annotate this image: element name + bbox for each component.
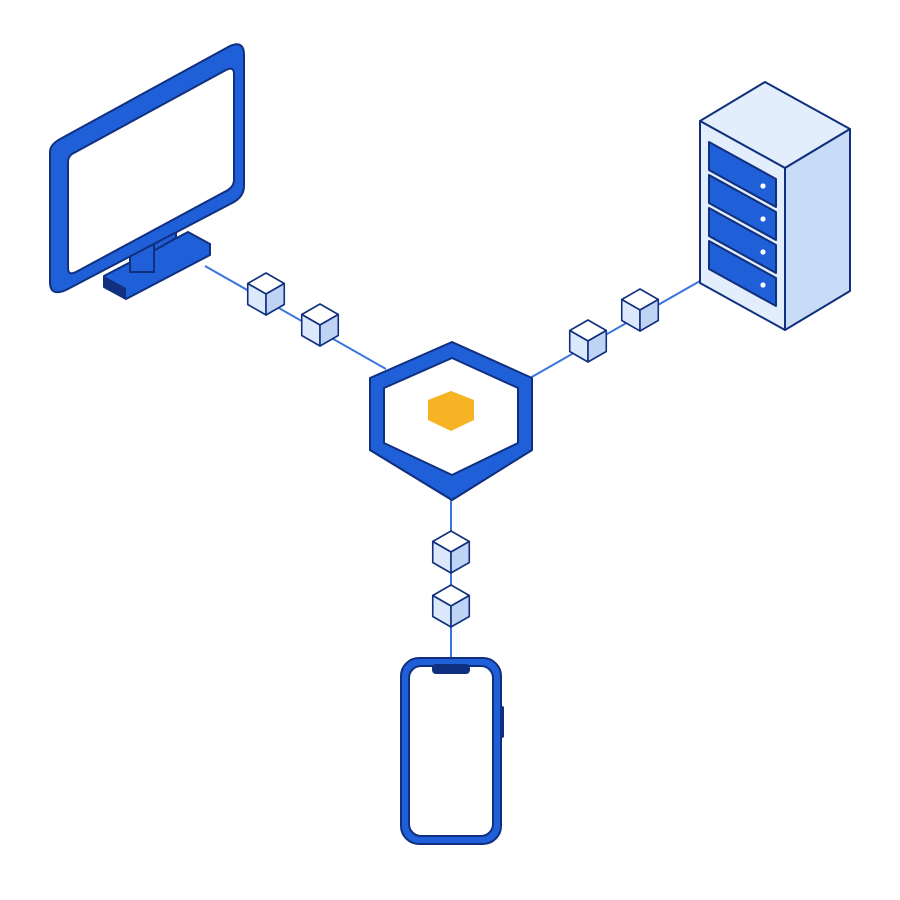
hub-core [428, 391, 474, 431]
smartphone-icon [400, 657, 504, 845]
server-led-icon [760, 183, 766, 189]
phone-screen [408, 665, 494, 837]
data-packet-cube-icon [246, 272, 286, 316]
phone-notch [432, 664, 470, 674]
server-drive-bay [708, 141, 777, 208]
data-packet-cube-icon [431, 584, 471, 628]
data-packet-cube-icon [568, 319, 608, 363]
connection-line-monitor-hub [204, 265, 387, 370]
desktop-monitor-icon [49, 43, 245, 300]
data-packet-cube-icon [620, 288, 660, 332]
server-side [784, 128, 851, 331]
server-drive-bay [708, 240, 777, 307]
connection-line-server-hub [529, 280, 701, 379]
data-packet-cube-icon [431, 530, 471, 574]
server-led-icon [760, 282, 766, 288]
data-packets [246, 272, 660, 628]
server-drive-bay [708, 207, 777, 274]
server-drive-bay [708, 174, 777, 241]
connection-lines [204, 265, 701, 660]
server-led-icon [760, 216, 766, 222]
data-packet-cube-icon [300, 303, 340, 347]
hexagon-hub-icon [369, 341, 533, 501]
monitor-screen [67, 67, 235, 275]
server-rack-icon [699, 81, 851, 331]
server-led-icon [760, 249, 766, 255]
